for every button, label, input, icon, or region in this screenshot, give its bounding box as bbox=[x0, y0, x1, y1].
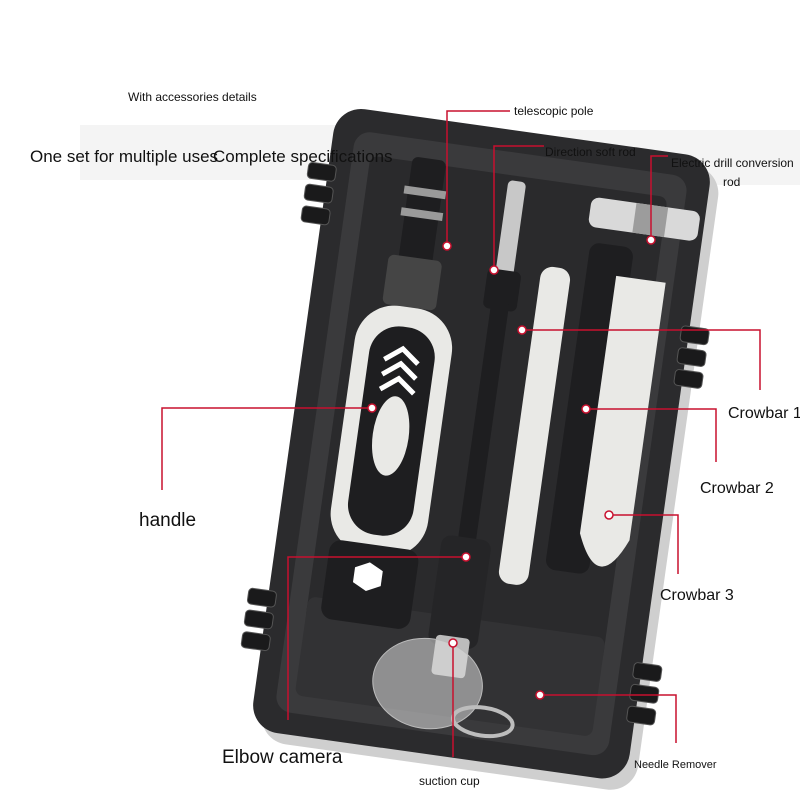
direction-soft-rod-label: Direction soft rod bbox=[545, 145, 636, 159]
crowbar-2-label: Crowbar 2 bbox=[700, 480, 774, 497]
suction-cup-label: suction cup bbox=[419, 774, 480, 788]
suction-cup bbox=[372, 637, 483, 730]
callout-dots bbox=[367, 235, 656, 700]
needle-remover-label: Needle Remover bbox=[634, 759, 717, 771]
screwdriver bbox=[321, 157, 453, 629]
crowbar-3-label: Crowbar 3 bbox=[660, 587, 734, 604]
callout-elbow bbox=[287, 556, 466, 720]
complete-specs-label: Complete specifications bbox=[213, 147, 393, 166]
callout-lines bbox=[161, 110, 761, 757]
electric-drill-label-line1: Electric drill conversion bbox=[671, 156, 794, 170]
callout-direction bbox=[493, 145, 544, 270]
callout-telescopic bbox=[446, 110, 510, 246]
crowbar-1-label: Crowbar 1 bbox=[728, 405, 800, 422]
handle-label: handle bbox=[139, 510, 197, 531]
telescopic-pole-label: telescopic pole bbox=[514, 104, 594, 118]
tool-case bbox=[240, 108, 719, 790]
callout-crowbar2 bbox=[586, 408, 717, 462]
callout-crowbar3 bbox=[609, 514, 679, 574]
callout-needle bbox=[540, 694, 677, 743]
elbow-camera-label: Elbow camera bbox=[222, 747, 343, 768]
callout-crowbar1 bbox=[522, 329, 761, 390]
case-hinges bbox=[240, 161, 710, 726]
knurled-collar bbox=[382, 254, 442, 311]
accessories-label: With accessories details bbox=[128, 90, 257, 104]
callout-electric bbox=[650, 155, 668, 240]
callout-handle bbox=[161, 407, 372, 490]
crowbar-1 bbox=[579, 275, 666, 567]
spudger bbox=[498, 266, 571, 585]
one-set-label: One set for multiple uses bbox=[30, 147, 219, 166]
electric-drill-label-line2: rod bbox=[723, 175, 741, 189]
